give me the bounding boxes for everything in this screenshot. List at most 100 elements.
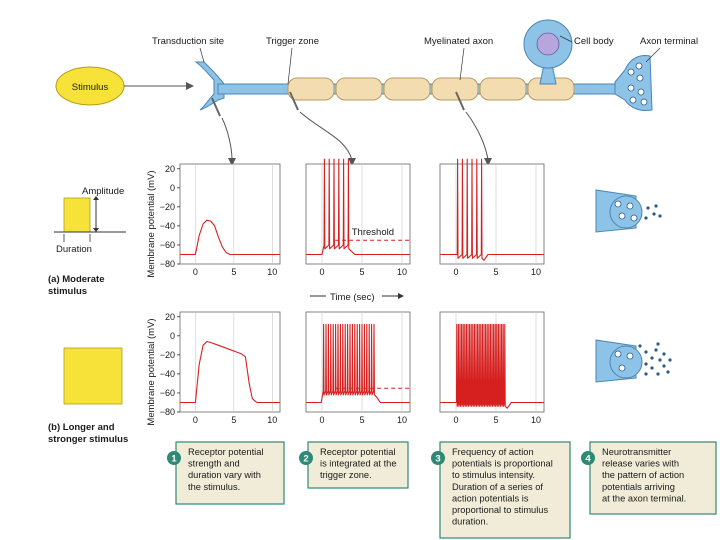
caption-number-badge [581,451,595,465]
caption-line: is integrated at the [320,459,397,469]
plot-b-trigger: 0 5 10 [305,311,411,425]
row-b-label-line2: stronger stimulus [48,434,128,445]
label-leaders [199,35,661,85]
caption-number-badge [299,451,313,465]
caption-number: 2 [303,454,308,465]
caption-line: the stimulus. [188,482,240,492]
caption-line: to stimulus intensity. [452,470,535,480]
caption-box-2: 2 Receptor potential is integrated at thet… [299,441,409,489]
release-strong [595,339,672,383]
recording-electrodes [211,91,465,117]
ytick-label: −40 [160,369,175,379]
xtick-label: 10 [397,415,407,425]
caption-line: trigger zone. [320,470,372,480]
caption-line: Receptor potential [320,447,395,457]
plot-frame [305,311,411,413]
caption-number: 3 [435,454,440,465]
xtick-label: 5 [231,415,236,425]
xtick-label: 0 [193,267,198,277]
xtick-label: 5 [493,415,498,425]
amplitude-label: Amplitude [82,186,124,197]
caption-line: release varies with [602,459,679,469]
caption-line: duration vary with [188,470,261,480]
xtick-label: 0 [453,267,458,277]
release-moderate [595,189,662,233]
xtick-label: 10 [531,267,541,277]
label-myelinated-axon: Myelinated axon [424,36,493,47]
plot-frame [439,163,545,265]
plot-frame [179,311,281,413]
caption-number: 4 [585,454,591,465]
plot-a-receptor: 20 0 −20 −40 −60 −80 0 5 10 [160,163,281,277]
caption-line: Frequency of action [452,447,534,457]
strong-stimulus-block [63,347,123,405]
terminal-vesicles [627,62,648,106]
caption-line: duration. [452,517,488,527]
membrane-trace [180,340,280,404]
row-a-label-line2: stimulus [48,286,87,297]
stimulus-arrowhead [186,82,194,90]
ytick-label: −40 [160,221,175,231]
membrane-trace [306,323,410,404]
plot-frame [179,163,281,265]
caption-line: action potentials is [452,493,529,503]
label-trigger-zone: Trigger zone [266,36,319,47]
ylabel-row-a: Membrane potential (mV) [146,170,157,277]
caption-line: proportional to stimulus [452,505,548,515]
ytick-label: −20 [160,350,175,360]
arrowheads [228,158,492,166]
xlabel-time: Time (sec) [330,292,375,303]
xtick-label: 10 [267,267,277,277]
xtick-label: 5 [359,267,364,277]
plot-a-trigger: 0 5 10 Threshold [305,158,411,277]
row-b-label-line1: (b) Longer and [48,422,115,433]
caption-number-badge [167,451,181,465]
ytick-label: 0 [170,183,175,193]
xtick-label: 5 [231,267,236,277]
label-cell-body: Cell body [574,36,614,47]
ytick-label: 0 [170,331,175,341]
caption-line: Receptor potential [188,447,263,457]
neuron-schematic: Stimulus [55,19,698,166]
ytick-label: 20 [165,312,175,322]
xtick-label: 0 [193,415,198,425]
xtick-label: 0 [319,267,324,277]
caption-line: strength and [188,459,240,469]
row-a-label-line1: (a) Moderate [48,274,104,285]
time-axis-label: Time (sec) [310,292,404,303]
ytick-label: −60 [160,388,175,398]
ytick-label: 20 [165,164,175,174]
stimulus-label: Stimulus [72,82,109,93]
nucleus [536,32,560,56]
plot-b-axon: 0 5 10 [439,311,545,425]
caption-line: potentials arriving [602,482,675,492]
caption-line: at the axon terminal. [602,493,686,503]
membrane-trace [306,158,410,256]
axon-terminal-shape [614,55,653,111]
threshold-label: Threshold [352,227,394,238]
label-axon-terminal: Axon terminal [640,36,698,47]
stimulus-diagrams: Amplitude Duration (a) Moderate stimulus… [48,186,128,445]
caption-line: Duration of a series of [452,482,543,492]
caption-line: the pattern of action [602,470,684,480]
xtick-label: 0 [319,415,324,425]
membrane-trace [440,158,544,261]
ylabel-row-b: Membrane potential (mV) [146,318,157,425]
xtick-label: 0 [453,415,458,425]
ytick-label: −80 [160,259,175,269]
duration-label: Duration [56,244,92,255]
xtick-label: 10 [531,415,541,425]
ytick-label: −60 [160,240,175,250]
label-transduction-site: Transduction site [152,36,224,47]
membrane-trace [440,323,544,409]
xtick-label: 5 [359,415,364,425]
xtick-label: 10 [397,267,407,277]
ytick-label: −20 [160,202,175,212]
